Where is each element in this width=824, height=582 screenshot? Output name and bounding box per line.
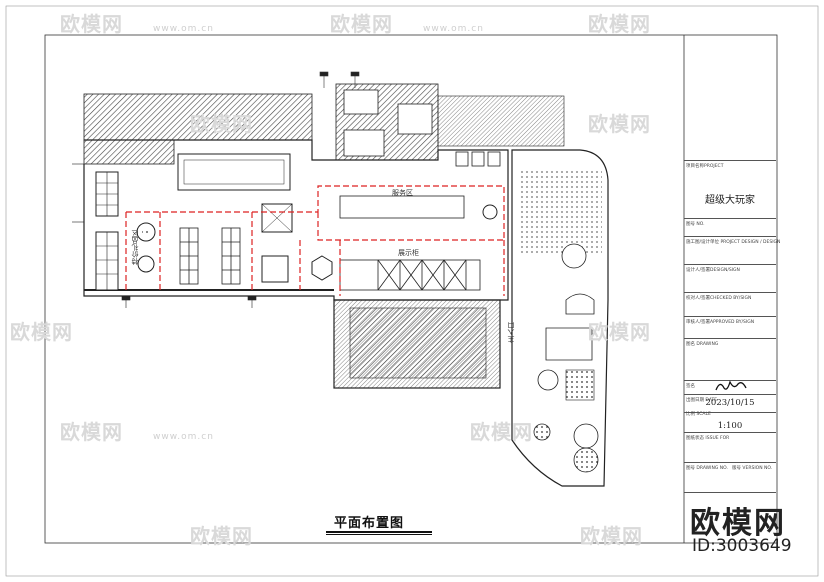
grid-axes: [72, 163, 257, 308]
back-of-house-rooms: [343, 89, 379, 115]
grid-markers-top: [319, 71, 360, 88]
tb-bottom: [684, 492, 776, 544]
round-display-1: [136, 222, 156, 242]
back-room-3: [343, 129, 385, 157]
tb-designer: 设计人/签署DESIGN/SIGN: [684, 264, 776, 293]
round-table-right: [537, 369, 559, 391]
brand-id: ID:3003649: [692, 536, 792, 556]
tb-checker: 校对人/签署CHECKED BY/SIGN: [684, 292, 776, 317]
issue-date: 2023/10/15: [705, 398, 755, 408]
brand-logo-text: 欧模网: [690, 506, 786, 541]
kiosk-units: [455, 151, 501, 167]
drawing-title: 平面布置图: [334, 516, 405, 531]
center-stage: [261, 255, 289, 283]
title-underline-thin: [326, 534, 432, 535]
round-table-bottom-1: [533, 423, 551, 441]
tb-design-unit: 施工图/设计单位 PROJECT DESIGN / DESIGN: [684, 236, 780, 265]
watermark-3: 欧模网: [588, 12, 651, 36]
round-table-bottom-2: [573, 423, 599, 449]
tb-project: 项目名称PROJECT 超级大玩家: [684, 160, 776, 219]
inner-border: [44, 34, 778, 544]
cashier-counter: [177, 153, 291, 191]
right-wing-dotted-area: [520, 168, 602, 254]
watermark-10: 欧模网: [190, 524, 253, 548]
round-display-inner: [142, 228, 150, 236]
storage-block-hatched-lower: [83, 139, 175, 165]
back-room-2: [397, 103, 433, 135]
watermark-6: 欧模网: [10, 320, 73, 344]
watermark-11: 欧模网: [580, 524, 643, 548]
round-display-2: [137, 255, 155, 273]
hexagon-display: [311, 255, 333, 281]
lower-wing-inner: [349, 307, 487, 379]
tb-scale: 比例 SCALE 1:100: [684, 412, 776, 433]
watermark-5: 欧模网: [190, 112, 253, 136]
project-name: 超级大玩家: [705, 195, 755, 206]
display-counter-row: [339, 195, 481, 291]
tb-signature: 签名: [684, 380, 776, 395]
circulation-path: [125, 185, 505, 296]
tb-sheet: 图号 DRAWING NO. 版号 VERSION NO.: [684, 462, 776, 493]
signature-mark: [715, 380, 747, 391]
right-curved-wing: [511, 149, 609, 487]
corridor-hatched: [437, 95, 565, 147]
gondola-shelves: [179, 227, 241, 285]
zone-label-entrance: 主入口: [507, 322, 515, 343]
rack-cells: [96, 172, 118, 290]
center-display-x2: [261, 203, 293, 233]
right-wing-arch: [565, 293, 595, 315]
zone-label-display: 展示柜: [398, 249, 419, 257]
watermark-4: 欧模网: [588, 112, 651, 136]
watermark-9: 欧模网: [470, 420, 533, 444]
drawing-scale: 1:100: [717, 421, 743, 431]
stair-block: [545, 327, 593, 361]
tb-drawing-no: 图号 NO.: [684, 218, 776, 237]
tb-drawing-name: 图名 DRAWING: [684, 338, 776, 381]
seating-block: [565, 369, 595, 401]
watermark-7: 欧模网: [588, 320, 651, 344]
zone-label-gift: 特价礼品区: [131, 230, 139, 265]
round-feature: [482, 204, 498, 220]
right-wing-feature-1: [561, 243, 587, 269]
zone-label-service: 服务区: [392, 189, 413, 197]
outer-border: [5, 5, 819, 577]
storage-block-hatched: [83, 93, 313, 141]
tb-issue: 图纸状态 ISSUE FOR: [684, 432, 776, 463]
tb-reviewer: 审核人/签署APPROVED BY/SIGN: [684, 316, 776, 339]
title-underline: [326, 531, 432, 533]
tb-date: 出图日期 DATE 2023/10/15: [684, 394, 776, 423]
round-table-bottom-3: [573, 447, 599, 473]
cashier-inner: [183, 159, 285, 185]
